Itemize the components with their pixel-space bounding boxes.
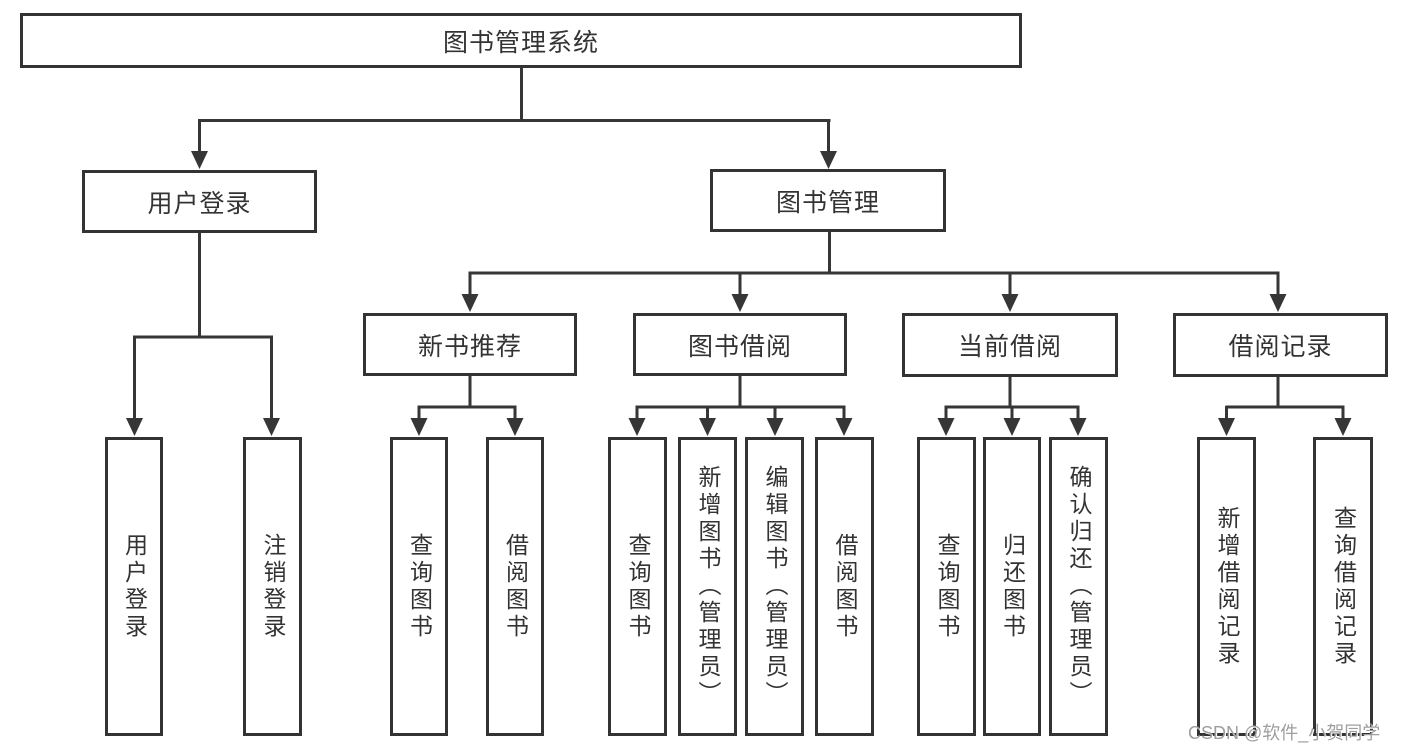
arrow-down-icons [126, 151, 1352, 436]
leaf-edit-books-admin: 编辑图书（管理员） [745, 437, 804, 736]
node-book-borrowing: 图书借阅 [633, 313, 847, 376]
node-new-book-recommendation: 新书推荐 [363, 313, 577, 376]
leaf-query-books-current: 查询图书 [917, 437, 976, 736]
watermark: CSDN @软件_小贺同学 [1188, 723, 1381, 743]
leaf-return-books: 归还图书 [983, 437, 1041, 736]
leaf-borrow-books-label: 借阅图书 [832, 532, 858, 641]
leaf-user-login-label: 用户登录 [121, 532, 148, 641]
leaf-logout-login: 注销登录 [243, 437, 302, 736]
node-borrowing-records-label: 借阅记录 [1228, 333, 1333, 361]
node-borrowing-records: 借阅记录 [1173, 313, 1388, 377]
leaf-query-books-recommend-label: 查询图书 [406, 532, 433, 641]
node-current-borrowing-label: 当前借阅 [957, 333, 1062, 361]
node-book-management-label: 图书管理 [775, 188, 880, 217]
leaf-user-login: 用户登录 [105, 437, 163, 736]
node-user-login-label: 用户登录 [147, 189, 252, 218]
leaf-edit-books-admin-label: 编辑图书（管理员） [762, 465, 788, 708]
node-new-book-recommendation-label: 新书推荐 [417, 332, 522, 361]
leaf-confirm-return-admin-label: 确认归还（管理员） [1066, 465, 1092, 708]
leaf-borrow-books-recommend: 借阅图书 [486, 437, 544, 736]
leaf-return-books-label: 归还图书 [999, 532, 1026, 641]
connector-segments [133, 68, 1345, 420]
leaf-add-books-admin: 新增图书（管理员） [678, 437, 737, 736]
leaf-logout-login-label: 注销登录 [260, 532, 286, 641]
leaf-borrow-books: 借阅图书 [815, 437, 874, 736]
leaf-add-borrow-record: 新增借阅记录 [1197, 437, 1256, 736]
node-book-borrowing-label: 图书借阅 [687, 332, 792, 361]
leaf-add-books-admin-label: 新增图书（管理员） [695, 465, 721, 708]
node-user-login: 用户登录 [82, 170, 317, 233]
leaf-query-books-recommend: 查询图书 [390, 437, 448, 736]
leaf-query-books-borrow: 查询图书 [608, 437, 667, 736]
leaf-query-borrow-record-label: 查询借阅记录 [1330, 505, 1357, 668]
leaf-borrow-books-recommend-label: 借阅图书 [502, 532, 529, 641]
leaf-query-books-borrow-label: 查询图书 [625, 532, 651, 641]
node-book-management: 图书管理 [710, 169, 946, 232]
leaf-query-books-current-label: 查询图书 [934, 532, 960, 641]
node-root-label: 图书管理系统 [442, 28, 599, 57]
leaf-query-borrow-record: 查询借阅记录 [1313, 437, 1373, 736]
leaf-add-borrow-record-label: 新增借阅记录 [1214, 505, 1240, 668]
leaf-confirm-return-admin: 确认归还（管理员） [1049, 437, 1108, 736]
node-current-borrowing: 当前借阅 [902, 313, 1118, 377]
node-root: 图书管理系统 [20, 13, 1022, 68]
